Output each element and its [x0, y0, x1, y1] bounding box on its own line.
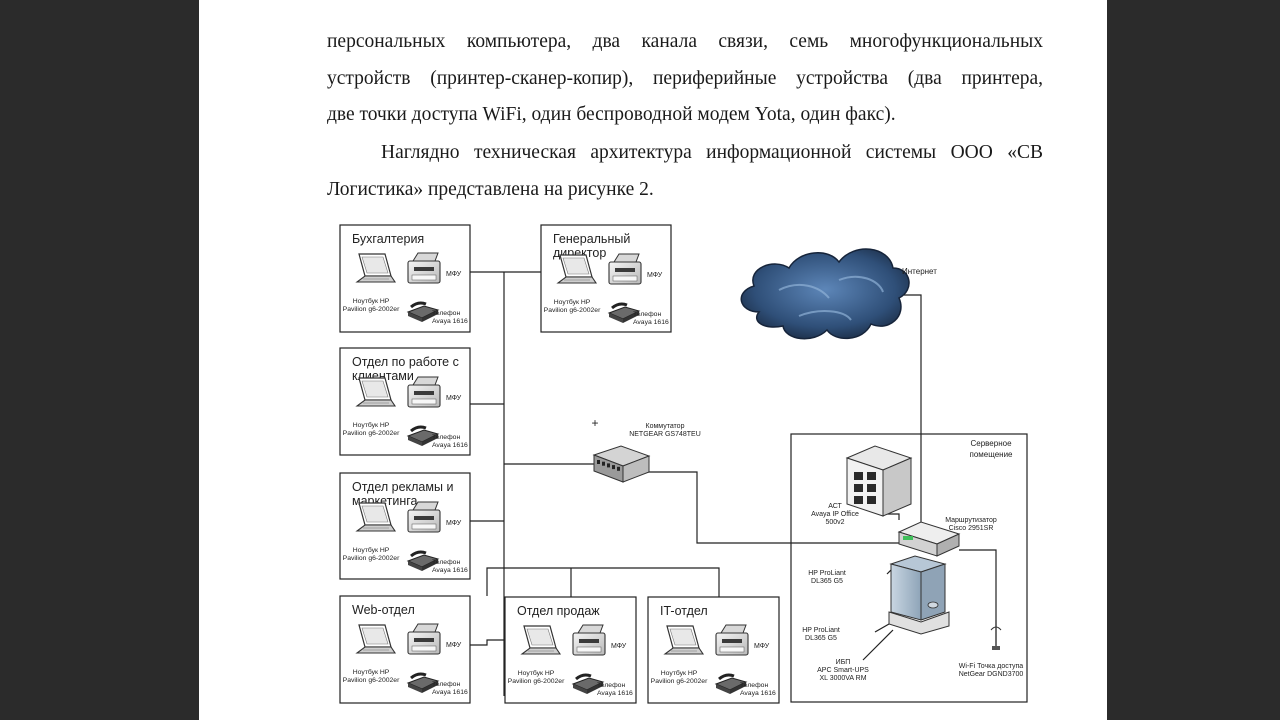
- cursor-crosshair: +: [591, 416, 598, 430]
- antenna-base: [992, 646, 1000, 650]
- department-title: Отдел продаж: [517, 604, 600, 618]
- router-icon: [897, 521, 961, 557]
- link-line: [635, 471, 899, 544]
- antenna-wave: [990, 626, 1002, 631]
- rack-side: [920, 563, 946, 621]
- mfu-label: МФУ: [647, 272, 663, 279]
- pbx-panel: [854, 484, 863, 492]
- paragraph-1: персональных компьютера, два канала связ…: [327, 24, 1043, 134]
- rack-disk: [927, 601, 939, 609]
- cloud-highlight: [778, 275, 884, 321]
- router-side: [936, 533, 960, 557]
- leader-line: [874, 623, 890, 633]
- pbx-side: [882, 457, 912, 517]
- rack-front: [890, 563, 922, 621]
- switch-port: [602, 461, 605, 466]
- pbx-panel: [867, 496, 876, 504]
- department-frame: [339, 472, 471, 580]
- link-line: [904, 294, 922, 536]
- link-line: [470, 639, 504, 646]
- mfu-label: МФУ: [446, 642, 462, 649]
- switch-port: [607, 463, 610, 468]
- paragraph-line: персональных компьютера, два канала связ…: [327, 31, 1043, 52]
- pbx-panel: [854, 496, 863, 504]
- internet-label: Интернет: [902, 267, 937, 276]
- wifi-antenna-icon: [990, 620, 1002, 650]
- link-line: [959, 549, 997, 620]
- mfu-label: МФУ: [446, 520, 462, 527]
- department-title: IT-отдел: [660, 604, 708, 618]
- paragraph-line: устройств (принтер-сканер-копир), перифе…: [327, 67, 1043, 89]
- document-page: персональных компьютера, два канала связ…: [199, 0, 1107, 720]
- pbx-icon: [845, 445, 913, 517]
- department-title: Web-отдел: [352, 603, 415, 617]
- server-rack-icon: [888, 555, 950, 635]
- pbx-panel: [867, 484, 876, 492]
- paragraph-line: Наглядно техническая архитектура информа…: [381, 142, 1043, 163]
- mfu-label: МФУ: [446, 271, 462, 278]
- leader-line: [862, 629, 894, 661]
- switch-port: [612, 465, 615, 470]
- link-line: [486, 567, 720, 597]
- router-led: [903, 536, 913, 540]
- server-room-frame: [790, 433, 1028, 703]
- internet-cloud-icon: [740, 248, 910, 340]
- switch-port: [597, 460, 600, 464]
- mfu-label: МФУ: [446, 395, 462, 402]
- paragraph-line: Логистика» представлена на рисунке 2.: [327, 178, 654, 200]
- pbx-panel: [867, 472, 876, 480]
- paragraph-2: Наглядно техническая архитектура информа…: [327, 135, 1043, 208]
- pbx-panel: [854, 472, 863, 480]
- mfu-label: МФУ: [611, 643, 627, 650]
- mfu-label: МФУ: [754, 643, 770, 650]
- paragraph-line: две точки доступа WiFi, один беспроводно…: [327, 104, 896, 125]
- department-frame: [339, 347, 471, 456]
- leader-line: [886, 569, 892, 575]
- department-frame: [540, 224, 672, 333]
- switch-icon: [592, 445, 651, 483]
- switch-port: [617, 466, 620, 471]
- department-title: Бухгалтерия: [352, 232, 424, 246]
- switch-side: [622, 455, 650, 483]
